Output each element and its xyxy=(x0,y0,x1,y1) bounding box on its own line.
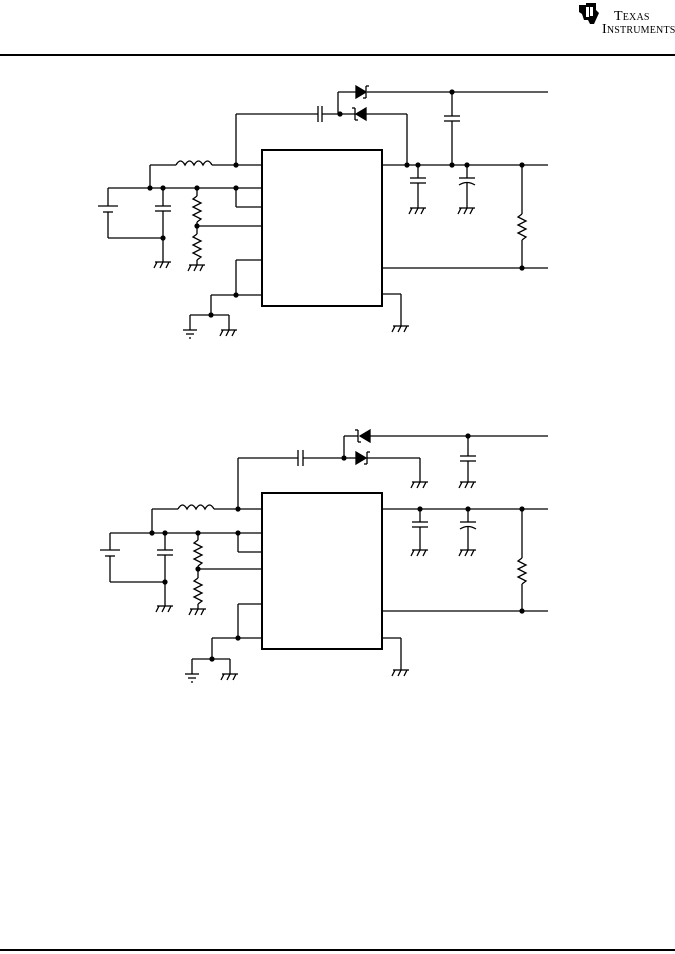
ground-symbol xyxy=(457,207,475,215)
ground-symbol xyxy=(188,608,206,616)
ground-symbol xyxy=(391,669,409,677)
ti-logo-icon xyxy=(579,3,599,24)
schematic-2 xyxy=(100,428,548,683)
ground-symbol xyxy=(219,329,237,337)
diode-upper xyxy=(355,84,369,100)
ground-symbol xyxy=(458,549,476,557)
ic-block xyxy=(261,149,383,307)
schematic-1 xyxy=(98,84,548,339)
earth-ground-symbol xyxy=(183,329,197,339)
brand-line-2: Instruments xyxy=(602,22,675,37)
ground-symbol xyxy=(187,264,205,272)
earth-ground-symbol xyxy=(185,673,199,683)
header-rule xyxy=(0,54,675,56)
ground-symbol xyxy=(410,549,428,557)
ti-logo: Texas Instruments xyxy=(574,2,675,38)
ground-symbol xyxy=(153,261,171,269)
ic-block xyxy=(261,492,383,650)
brand-line-1: Texas xyxy=(614,9,650,24)
ground-symbol xyxy=(391,325,409,333)
ground-symbol xyxy=(458,481,476,489)
footer-rule xyxy=(0,949,675,951)
ground-symbol xyxy=(220,673,238,681)
ground-symbol xyxy=(155,605,173,613)
ground-symbol xyxy=(408,207,426,215)
ground-symbol xyxy=(410,481,428,489)
